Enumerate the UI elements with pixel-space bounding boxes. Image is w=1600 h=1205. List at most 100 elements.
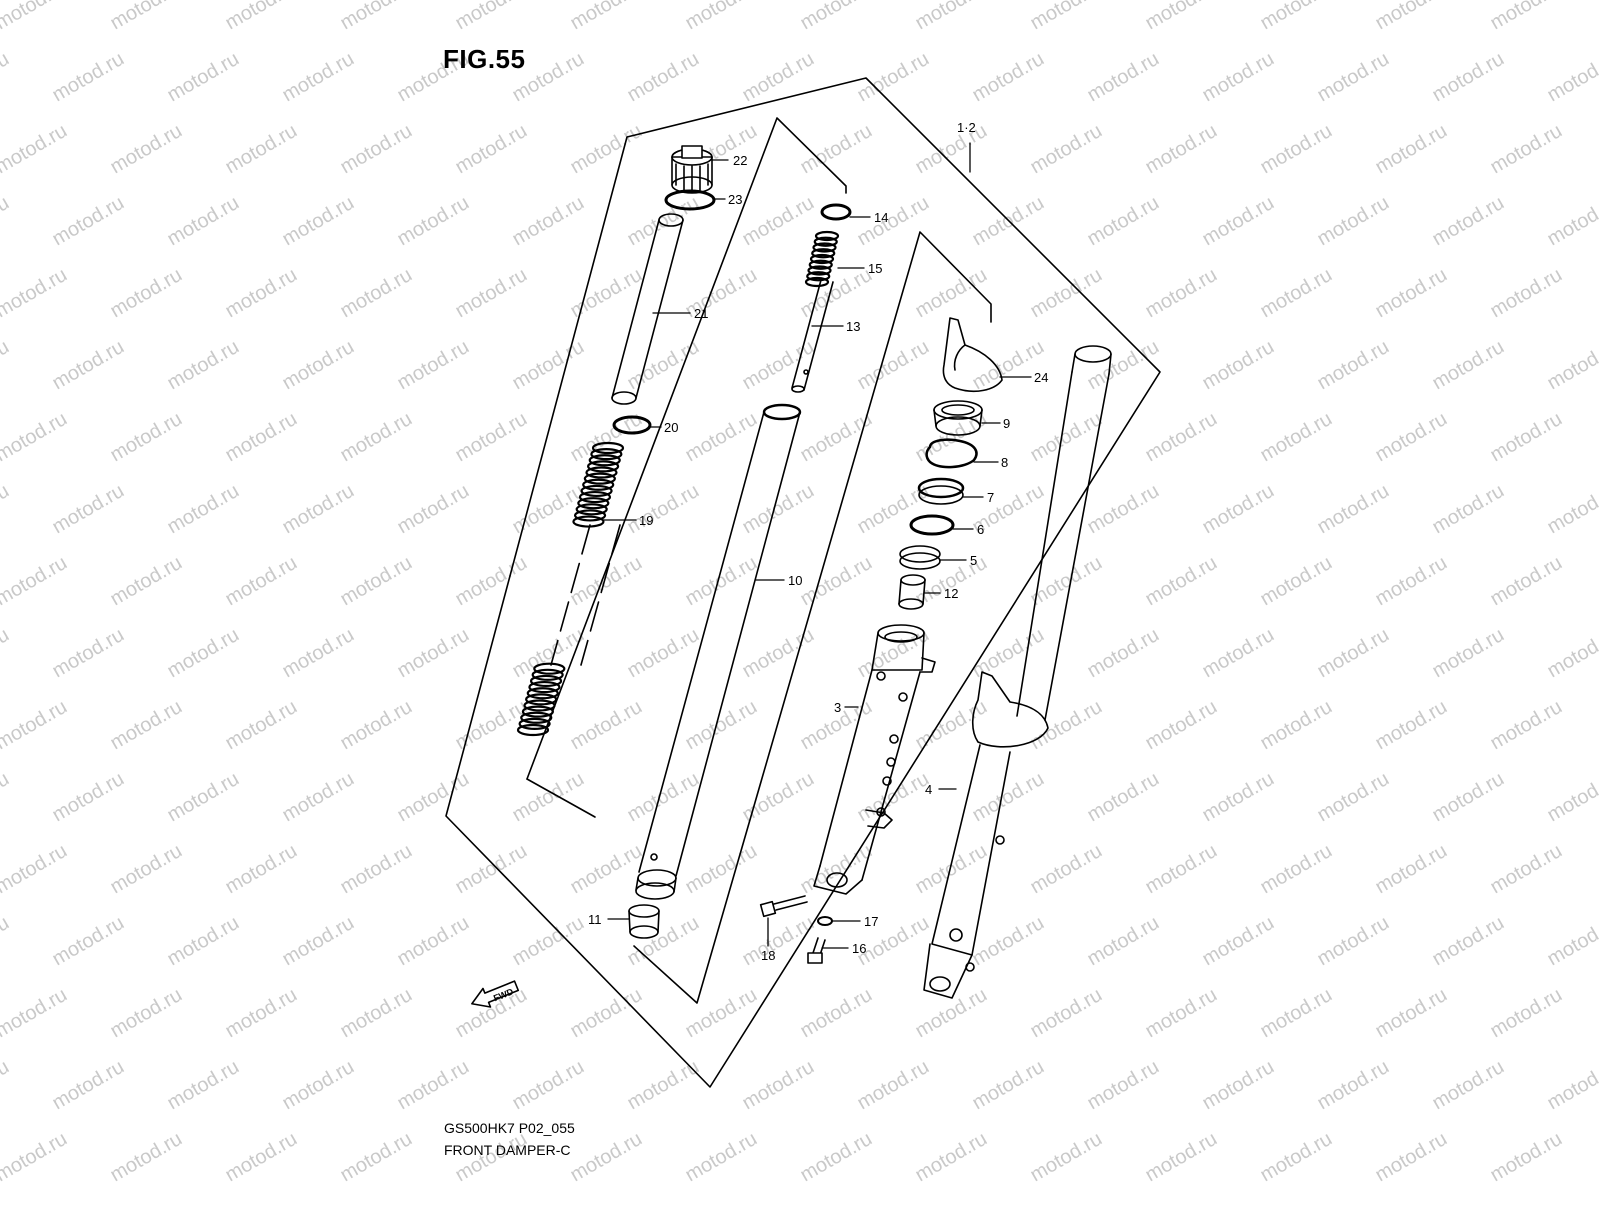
watermark-text: motod.ru — [624, 480, 703, 539]
watermark-text: motod.ru — [49, 912, 128, 971]
watermark-text: motod.ru — [452, 552, 531, 611]
watermark-text: motod.ru — [624, 192, 703, 251]
callout-3: 3 — [834, 700, 841, 715]
watermark-text: motod.ru — [0, 480, 13, 539]
watermark-text: motod.ru — [49, 768, 128, 827]
watermark-text: motod.ru — [1142, 264, 1221, 323]
watermark-text: motod.ru — [624, 1056, 703, 1115]
watermark-text: motod.ru — [337, 1128, 416, 1187]
watermark-text: motod.ru — [912, 120, 991, 179]
watermark-text: motod.ru — [509, 1056, 588, 1115]
watermark-text: motod.ru — [222, 408, 301, 467]
watermark-text: motod.ru — [1142, 120, 1221, 179]
watermark-text: motod.ru — [1429, 192, 1508, 251]
watermark-text: motod.ru — [1372, 552, 1451, 611]
callout-13: 13 — [846, 319, 860, 334]
watermark-text: motod.ru — [1487, 264, 1566, 323]
callout-15: 15 — [868, 261, 882, 276]
watermark-text: motod.ru — [567, 0, 646, 34]
watermark-text: motod.ru — [1199, 336, 1278, 395]
watermark-text: motod.ru — [394, 480, 473, 539]
watermark-text: motod.ru — [567, 696, 646, 755]
watermark-text: motod.ru — [797, 408, 876, 467]
drain-bolt-part-16 — [808, 938, 825, 963]
watermark-text: motod.ru — [0, 552, 71, 611]
watermark-text: motod.ru — [682, 1128, 761, 1187]
watermark-text: motod.ru — [1199, 192, 1278, 251]
watermark-text: motod.ru — [739, 1056, 818, 1115]
watermark-text: motod.ru — [1142, 696, 1221, 755]
watermark-text: motod.ru — [1429, 480, 1508, 539]
watermark-text: motod.ru — [337, 552, 416, 611]
watermark-text: motod.ru — [337, 408, 416, 467]
watermark-text: motod.ru — [567, 984, 646, 1043]
watermark-text: motod.ru — [567, 552, 646, 611]
watermark-text: motod.ru — [1429, 624, 1508, 683]
watermark-text: motod.ru — [0, 768, 13, 827]
watermark-text: motod.ru — [1372, 840, 1451, 899]
watermark-text: motod.ru — [107, 0, 186, 34]
watermark-text: motod.ru — [164, 912, 243, 971]
watermark-text: motod.ru — [49, 480, 128, 539]
watermark-text: motod.ru — [1257, 0, 1336, 34]
watermark-text: motod.ru — [912, 1128, 991, 1187]
watermark-text: motod.ru — [1084, 624, 1163, 683]
watermark-text: motod.ru — [1372, 120, 1451, 179]
watermark-text: motod.ru — [0, 1128, 71, 1187]
watermark-text: motod.ru — [969, 768, 1048, 827]
watermark-text: motod.ru — [1199, 912, 1278, 971]
watermark-text: motod.ru — [797, 0, 876, 34]
watermark-text: motod.ru — [1257, 408, 1336, 467]
watermark-text: motod.ru — [854, 336, 933, 395]
watermark-text: motod.ru — [452, 120, 531, 179]
watermark-text: motod.ru — [279, 48, 358, 107]
watermark-text: motod.ru — [797, 552, 876, 611]
watermark-text: motod.ru — [49, 336, 128, 395]
watermark-text: motod.ru — [624, 48, 703, 107]
watermark-text: motod.ru — [279, 192, 358, 251]
watermark-text: motod.ru — [682, 408, 761, 467]
watermark-text: motod.ru — [1372, 408, 1451, 467]
watermark-text: motod.ru — [164, 768, 243, 827]
callout-16: 16 — [852, 941, 866, 956]
callout-19: 19 — [639, 513, 653, 528]
watermark-text: motod.ru — [279, 912, 358, 971]
watermark-text: motod.ru — [567, 120, 646, 179]
watermark-text: motod.ru — [107, 696, 186, 755]
figure-name: FRONT DAMPER-C — [444, 1142, 571, 1158]
watermark-text: motod.ru — [1257, 984, 1336, 1043]
watermark-text: motod.ru — [107, 984, 186, 1043]
watermark-text: motod.ru — [1544, 192, 1600, 251]
watermark-text: motod.ru — [1142, 408, 1221, 467]
watermark-text: motod.ru — [1142, 1128, 1221, 1187]
watermark-text: motod.ru — [49, 624, 128, 683]
watermark-text: motod.ru — [394, 192, 473, 251]
callout-23: 23 — [728, 192, 742, 207]
watermark-text: motod.ru — [164, 192, 243, 251]
watermark-text: motod.ru — [337, 264, 416, 323]
spring-coil — [518, 725, 548, 735]
watermark-text: motod.ru — [912, 840, 991, 899]
watermark-text: motod.ru — [0, 48, 13, 107]
cap-bolt-part-22 — [672, 146, 712, 193]
watermark-text: motod.ru — [452, 0, 531, 34]
watermark-text: motod.ru — [1314, 192, 1393, 251]
watermark-text: motod.ru — [1429, 48, 1508, 107]
watermark-text: motod.ru — [279, 480, 358, 539]
watermark-text: motod.ru — [1314, 912, 1393, 971]
watermark-text: motod.ru — [0, 1056, 13, 1115]
watermark-text: motod.ru — [739, 480, 818, 539]
callout-22: 22 — [733, 153, 747, 168]
watermark-text: motod.ru — [0, 984, 71, 1043]
watermark-text: motod.ru — [912, 0, 991, 34]
callout-20: 20 — [664, 420, 678, 435]
watermark-text: motod.ru — [1257, 696, 1336, 755]
callout-8: 8 — [1001, 455, 1008, 470]
watermark-text: motod.ru — [0, 120, 71, 179]
watermark-text: motod.ru — [337, 0, 416, 34]
watermark-text: motod.ru — [509, 768, 588, 827]
watermark-text: motod.ru — [279, 624, 358, 683]
watermark-text: motod.ru — [0, 192, 13, 251]
watermark-text: motod.ru — [797, 1128, 876, 1187]
watermark-text: motod.ru — [1372, 0, 1451, 34]
